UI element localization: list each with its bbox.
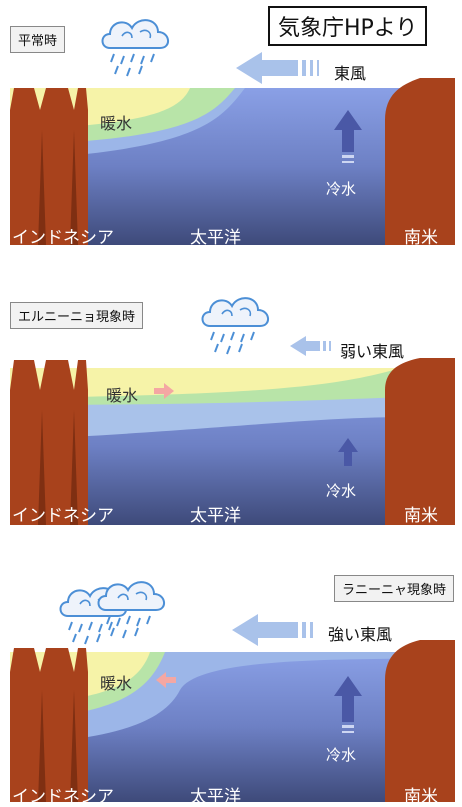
pacific-label-1: 太平洋 [190, 228, 241, 248]
upwelling-arrow-3 [334, 676, 362, 733]
upwelling-arrow-2 [338, 438, 358, 466]
south-america-label-2: 南米 [404, 506, 438, 526]
title-normal: 平常時 [10, 26, 66, 53]
warm-arrow-3 [156, 672, 176, 688]
indonesia-label-2: インドネシア [12, 506, 114, 526]
cold-water-label-1: 冷水 [326, 180, 357, 198]
pacific-label-3: 太平洋 [190, 787, 241, 807]
warm-water-label-1: 暖水 [100, 114, 133, 133]
cloud-1 [101, 19, 170, 77]
land-indonesia-3 [10, 648, 88, 802]
land-indonesia-1 [10, 88, 88, 245]
cold-water-label-2: 冷水 [326, 482, 357, 500]
warm-water-label-2: 暖水 [106, 386, 139, 405]
indonesia-label-1: インドネシア [12, 228, 114, 248]
warm-water-label-3: 暖水 [100, 674, 133, 693]
strong-wind-arrow-3 [232, 614, 313, 646]
weak-wind-arrow-2 [290, 336, 331, 356]
title-lanina: ラニーニャ現象時 [334, 575, 455, 602]
land-south-america-3 [385, 640, 455, 802]
land-indonesia-2 [10, 360, 88, 525]
wind-label-2: 弱い東風 [340, 342, 405, 361]
wind-label-3: 強い東風 [328, 625, 393, 644]
south-america-label-3: 南米 [404, 787, 438, 807]
warm-arrow-2 [154, 383, 174, 399]
wind-arrow-1 [236, 52, 319, 84]
source-note: 気象庁HPより [268, 6, 428, 46]
indonesia-label-3: インドネシア [12, 787, 114, 807]
south-america-label-1: 南米 [404, 228, 438, 248]
cloud-2 [201, 297, 270, 355]
pacific-label-2: 太平洋 [190, 506, 241, 526]
land-south-america-1 [385, 78, 455, 245]
wind-label-1: 東風 [334, 64, 367, 83]
cold-water-label-3: 冷水 [326, 746, 357, 764]
title-elnino: エルニーニョ現象時 [10, 302, 144, 329]
land-south-america-2 [385, 358, 455, 525]
upwelling-arrow-1 [334, 110, 362, 163]
